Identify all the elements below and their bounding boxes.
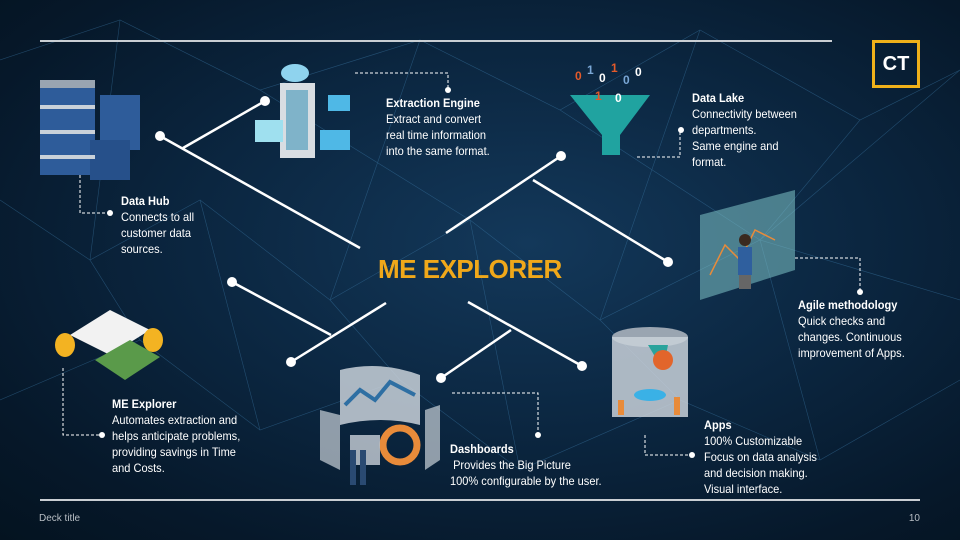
cloud-server-icon	[255, 64, 350, 158]
svg-text:1: 1	[611, 61, 618, 75]
me-explorer-line: helps anticipate problems,	[112, 429, 241, 443]
ct-logo: CT	[872, 40, 920, 88]
me-explorer-line: providing savings in Time	[112, 445, 236, 459]
dashboard-screens-icon	[320, 366, 440, 485]
data-lake-heading: Data Lake	[692, 91, 745, 105]
apps-line: and decision making.	[704, 466, 808, 480]
me-explorer-heading: ME Explorer	[112, 397, 177, 411]
dashboards-line: Provides the Big Picture	[450, 458, 571, 472]
agile-line: Quick checks and	[798, 314, 886, 328]
data-hub-line: Connects to all	[121, 210, 195, 224]
data-lake-block: Data Lake Connectivity between departmen…	[692, 90, 797, 170]
svg-text:0: 0	[635, 65, 642, 79]
dashboards-block: Dashboards Provides the Big Picture 100%…	[450, 441, 602, 489]
apps-heading: Apps	[704, 418, 732, 432]
svg-text:1: 1	[595, 89, 602, 103]
bottom-rule	[40, 499, 920, 501]
data-hub-block: Data Hub Connects to all customer data s…	[121, 193, 194, 257]
extraction-heading: Extraction Engine	[386, 96, 480, 110]
extraction-line: real time information	[386, 128, 487, 142]
connector-lines	[159, 99, 669, 380]
extraction-line: into the same format.	[386, 144, 490, 158]
apps-line: Focus on data analysis	[704, 450, 817, 464]
data-lake-line: Same engine and	[692, 139, 779, 153]
data-hub-line: customer data	[121, 226, 191, 240]
dashboards-line: 100% configurable by the user.	[450, 474, 602, 488]
page-number: 10	[908, 513, 920, 524]
agile-line: improvement of Apps.	[798, 346, 905, 360]
svg-text:0: 0	[575, 69, 582, 83]
apps-line: Visual interface.	[704, 482, 783, 496]
agile-heading: Agile methodology	[798, 298, 898, 312]
top-rule	[40, 40, 832, 42]
data-lake-line: Connectivity between	[692, 107, 797, 121]
me-explorer-line: Automates extraction and	[112, 413, 238, 427]
server-stack-icon	[40, 80, 140, 180]
data-lake-line: departments.	[692, 123, 757, 137]
me-explorer-block: ME Explorer Automates extraction and hel…	[112, 396, 240, 476]
extraction-engine-block: Extraction Engine Extract and convert re…	[386, 95, 490, 159]
agile-block: Agile methodology Quick checks and chang…	[798, 297, 905, 361]
dashboards-heading: Dashboards	[450, 442, 514, 456]
svg-text:0: 0	[599, 71, 606, 85]
apps-line: 100% Customizable	[704, 434, 803, 448]
analyst-board-icon	[700, 190, 795, 300]
data-hub-heading: Data Hub	[121, 194, 170, 208]
svg-text:0: 0	[623, 73, 630, 87]
money-documents-icon	[55, 310, 163, 380]
slide-title: ME EXPLORER	[378, 254, 562, 284]
extraction-line: Extract and convert	[386, 112, 482, 126]
svg-text:0: 0	[615, 91, 622, 105]
footer-deck-title: Deck title	[39, 513, 81, 524]
svg-text:1: 1	[587, 63, 594, 77]
agile-line: changes. Continuous	[798, 330, 902, 344]
apps-cylinder-icon	[612, 327, 688, 417]
data-lake-line: format.	[692, 155, 727, 169]
connector-dots	[155, 96, 673, 383]
dashed-callouts	[62, 72, 861, 456]
apps-block: Apps 100% Customizable Focus on data ana…	[704, 417, 817, 497]
me-explorer-line: and Costs.	[112, 461, 165, 475]
data-hub-line: sources.	[121, 242, 163, 256]
